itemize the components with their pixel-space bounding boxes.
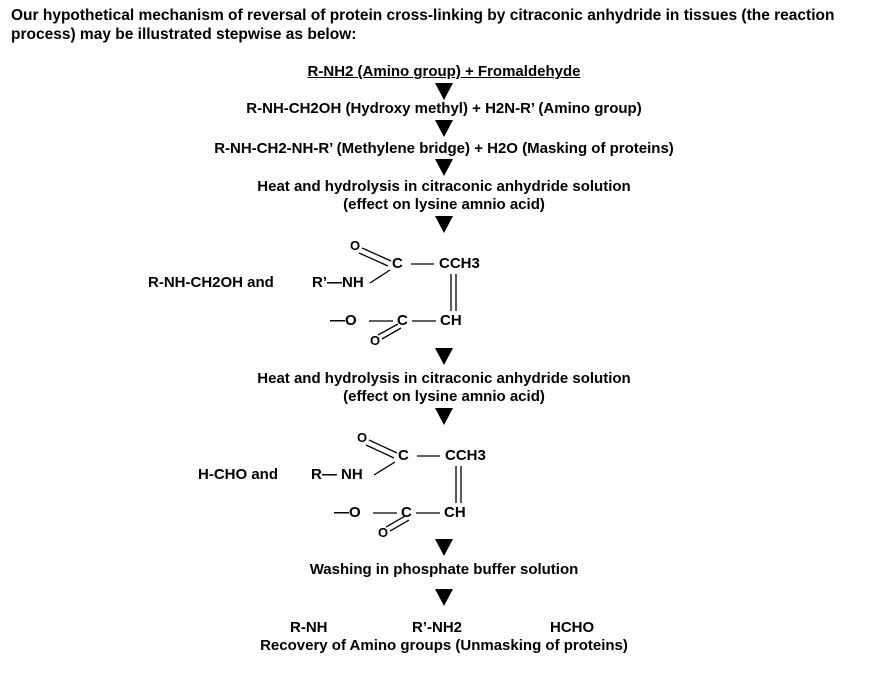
structure2-c-bottom: C [401,504,412,521]
product-hcho: HCHO [550,619,595,636]
structure1-c-bottom: C [397,312,408,329]
structure2-ch: CH [444,504,466,521]
product-r-nh2: R’-NH2 [412,619,463,636]
step-lysine-effect-1: (effect on lysine amnio acid) [343,196,545,213]
structure2-left-text: H-CHO and [198,466,278,483]
arrow-down-icon [435,83,453,100]
structure2-o-top: O [357,430,368,445]
structure2-cch3: CCH3 [445,447,486,464]
structure1-o-left: —O [330,312,357,329]
step-hydroxy-methyl: R-NH-CH2OH (Hydroxy methyl) + H2N-R’ (Am… [246,100,642,117]
structure1-cch3: CCH3 [439,255,480,272]
arrow-down-icon [435,589,453,606]
structure1-o-top: O [350,238,361,253]
structure1-o-bottom: O [370,333,381,348]
step-heat-hydrolysis-1: Heat and hydrolysis in citraconic anhydr… [257,178,631,195]
step-amino-formaldehyde: R-NH2 (Amino group) + Fromaldehyde [307,63,581,80]
structure2-c-top: C [398,447,409,464]
structure1-c-top: C [392,255,403,272]
arrow-down-icon [435,539,453,556]
arrow-down-icon [435,408,453,425]
arrow-down-icon [435,159,453,176]
product-r-nh: R-NH [290,619,328,636]
final-recovery-label: Recovery of Amino groups (Unmasking of p… [260,637,628,654]
structure1-r-nh: R’—NH [312,274,364,291]
step-heat-hydrolysis-2: Heat and hydrolysis in citraconic anhydr… [257,370,631,387]
structure1-left-text: R-NH-CH2OH and [148,274,274,291]
arrow-down-icon [435,348,453,365]
structure2-o-bottom: O [378,525,389,540]
step-methylene-bridge: R-NH-CH2-NH-R’ (Methylene bridge) + H2O … [214,140,674,157]
structure2-r-nh: R— NH [311,466,363,483]
step-lysine-effect-2: (effect on lysine amnio acid) [343,388,545,405]
step-washing: Washing in phosphate buffer solution [309,561,579,578]
arrow-down-icon [435,216,453,233]
intro-text: Our hypothetical mechanism of reversal o… [11,7,835,43]
structure2-o-left: —O [334,504,361,521]
arrow-down-icon [435,120,453,137]
structure1-ch: CH [440,312,462,329]
